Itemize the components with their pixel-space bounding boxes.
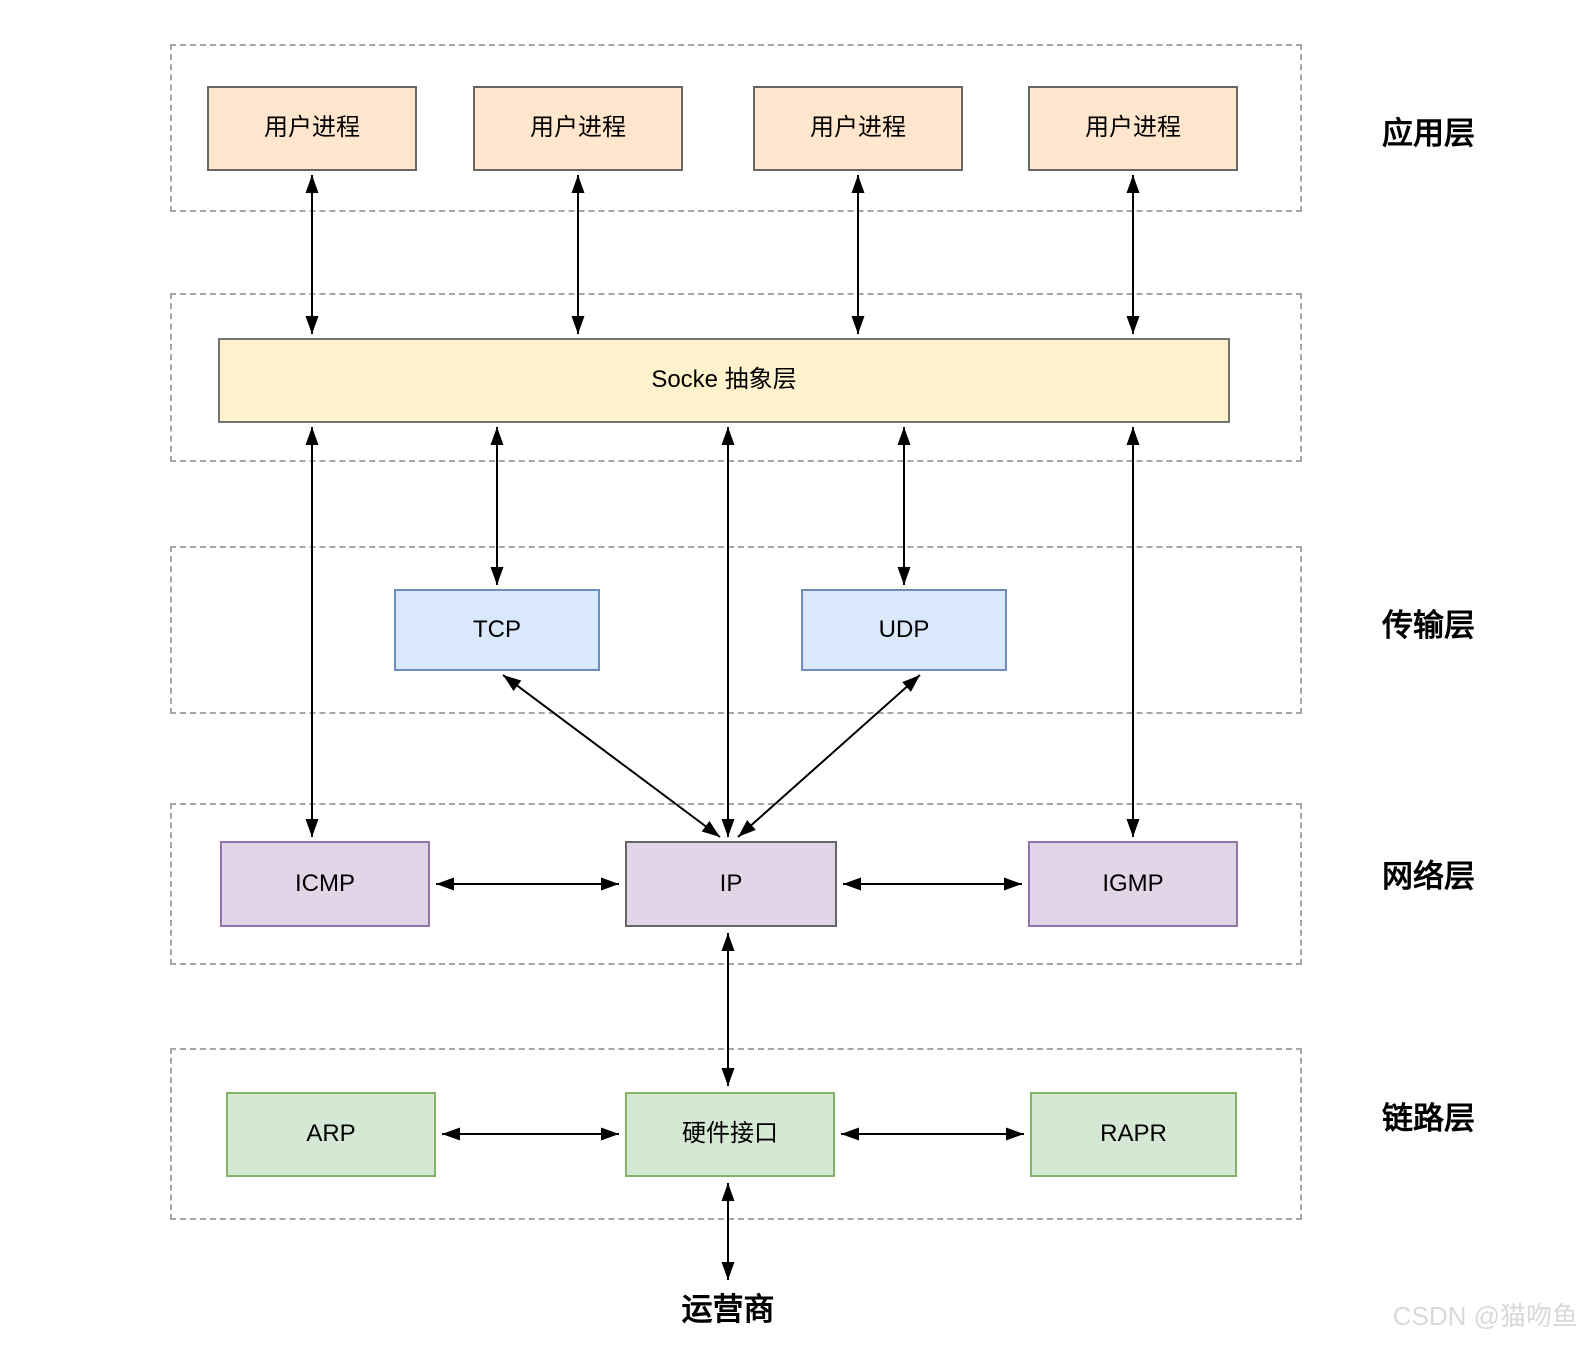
udp-label: UDP	[878, 615, 930, 643]
igmp-label: IGMP	[1102, 869, 1164, 897]
arp-label: ARP	[306, 1120, 356, 1148]
link-layer-container	[170, 1048, 1302, 1220]
user-process-box-3: 用户进程	[753, 86, 963, 171]
transport-layer-container	[170, 546, 1302, 714]
user-process-box-2: 用户进程	[473, 86, 683, 171]
layer-label-network: 网络层	[1382, 859, 1475, 894]
carrier-label: 运营商	[681, 1292, 775, 1327]
udp-box: UDP	[801, 589, 1007, 671]
hardware-interface-box: 硬件接口	[625, 1092, 835, 1177]
user-process-label: 用户进程	[264, 114, 360, 142]
user-process-box-1: 用户进程	[207, 86, 417, 171]
tcp-label: TCP	[473, 615, 521, 643]
socket-abstraction-box: Socke 抽象层	[218, 338, 1230, 423]
rapr-box: RAPR	[1030, 1092, 1237, 1177]
layer-label-link: 链路层	[1382, 1101, 1475, 1136]
hardware-interface-label: 硬件接口	[682, 1120, 778, 1148]
user-process-label: 用户进程	[530, 114, 626, 142]
icmp-label: ICMP	[295, 869, 355, 897]
user-process-box-4: 用户进程	[1028, 86, 1238, 171]
rapr-label: RAPR	[1100, 1120, 1167, 1148]
layer-label-transport: 传输层	[1382, 608, 1475, 643]
socket-layer-container	[170, 293, 1302, 462]
application-layer-container	[170, 44, 1302, 212]
tcp-box: TCP	[394, 589, 600, 671]
user-process-label: 用户进程	[810, 114, 906, 142]
watermark: CSDN @猫吻鱼	[1392, 1301, 1578, 1331]
socket-abstraction-label: Socke 抽象层	[651, 366, 797, 394]
ip-box: IP	[625, 841, 837, 927]
igmp-box: IGMP	[1028, 841, 1238, 927]
layer-label-application: 应用层	[1382, 116, 1475, 151]
network-layer-container	[170, 803, 1302, 965]
arp-box: ARP	[226, 1092, 436, 1177]
ip-label: IP	[719, 869, 743, 897]
user-process-label: 用户进程	[1085, 114, 1181, 142]
icmp-box: ICMP	[220, 841, 430, 927]
